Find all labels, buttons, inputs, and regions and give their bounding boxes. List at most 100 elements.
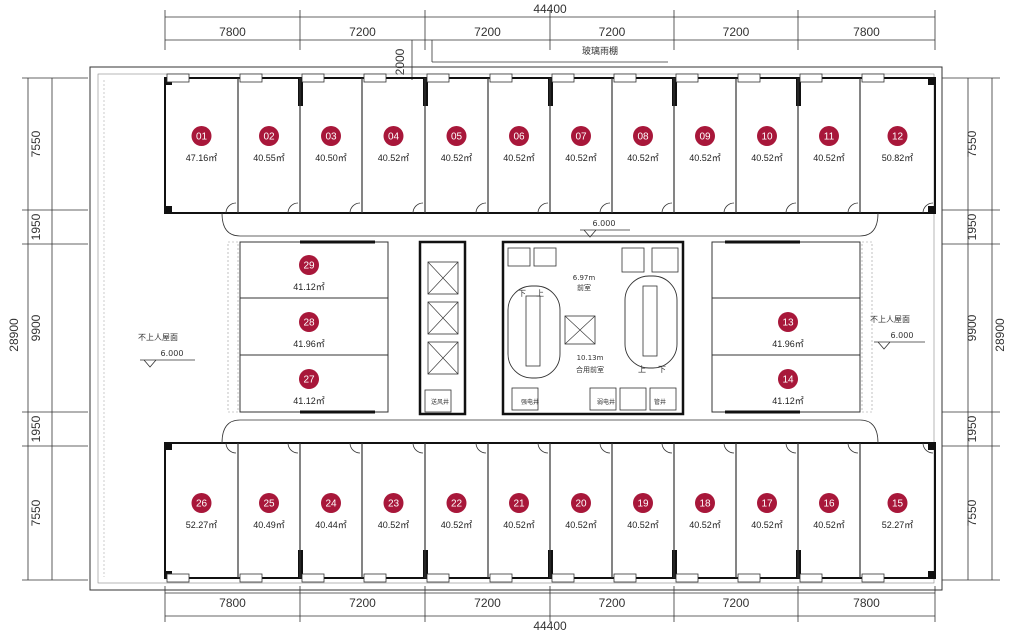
window-unit-bottom — [301, 573, 325, 583]
unit-number: 09 — [699, 132, 711, 143]
window-unit-bottom — [799, 573, 823, 583]
unit-number: 03 — [325, 132, 337, 143]
window-unit-bottom — [166, 573, 190, 583]
door-swing-bottom — [537, 442, 549, 454]
unit-27: 27 41.12㎡ — [293, 369, 325, 406]
elevator-car — [427, 301, 459, 335]
core — [418, 240, 685, 416]
core-lift-cross — [564, 315, 596, 345]
unit-area: 40.52㎡ — [565, 520, 597, 530]
right-roof-strip — [861, 241, 873, 413]
unit-number: 24 — [325, 499, 337, 510]
unit-number: 06 — [513, 132, 525, 143]
unit-area: 40.52㎡ — [503, 520, 535, 530]
window-unit-top — [301, 73, 325, 83]
shaft-room — [619, 387, 647, 411]
unit-area: 40.55㎡ — [253, 153, 285, 163]
door-swing-top — [537, 202, 549, 214]
window-unit-top — [675, 73, 699, 83]
unit-area: 40.52㎡ — [751, 520, 783, 530]
unit-area: 40.52㎡ — [565, 153, 597, 163]
unit-badge — [259, 126, 279, 146]
unit-area: 41.12㎡ — [293, 396, 325, 406]
dim-depth-left: 9900 — [29, 314, 43, 341]
unit-badge — [571, 126, 591, 146]
elevation-mark-left — [140, 359, 195, 368]
roof-right-elevation: 6.000 — [891, 331, 914, 340]
dim-depth-right: 1950 — [965, 213, 979, 240]
door-swing-top — [661, 202, 673, 214]
core-room-b: 合用前室 — [576, 365, 604, 374]
column — [928, 206, 935, 213]
unit-badge — [446, 126, 467, 146]
shaft-room-3: 弱电井 — [597, 398, 615, 406]
unit-area: 41.12㎡ — [772, 396, 804, 406]
unit-area: 40.52㎡ — [813, 520, 845, 530]
stair-core-block — [501, 240, 685, 416]
window-unit-top — [799, 73, 823, 83]
shaft-room — [589, 387, 617, 411]
window-unit-top — [613, 73, 637, 83]
shaft-room-2: 强电井 — [521, 398, 539, 406]
unit-number: 11 — [824, 132, 835, 143]
unit-number: 13 — [782, 318, 794, 329]
dim-total-depth-right: 28900 — [993, 318, 1007, 352]
window-unit-top — [489, 73, 513, 83]
unit-area: 41.96㎡ — [772, 339, 804, 349]
unit-24: 24 40.44㎡ — [315, 493, 347, 530]
unit-area: 40.52㎡ — [503, 153, 535, 163]
unit-badge — [819, 493, 839, 513]
column — [165, 443, 172, 450]
core-lift — [564, 315, 596, 345]
unit-area: 40.44㎡ — [315, 520, 347, 530]
window-unit-bottom — [551, 573, 575, 583]
unit-labels: 0147.16㎡0240.55㎡0340.50㎡0440.52㎡0540.52㎡… — [186, 126, 913, 530]
dim-bay-top: 7800 — [853, 25, 880, 39]
dim-total-depth-left: 28900 — [7, 318, 21, 352]
dim-bay-top: 7200 — [599, 25, 626, 39]
unit-number: 19 — [637, 499, 649, 510]
unit-badge — [299, 369, 319, 389]
roof-right-label: 不上人屋面 — [870, 315, 910, 324]
stair-1-well — [525, 295, 541, 367]
unit-badge — [509, 126, 529, 146]
door-swing-top — [225, 202, 237, 214]
core-room-1 — [507, 247, 531, 267]
window-unit-top — [166, 73, 190, 83]
elevation-mark-corridor — [580, 229, 630, 238]
window-unit-top — [861, 73, 885, 83]
unit-badge — [191, 126, 212, 146]
elevator-car — [427, 261, 459, 295]
unit-number: 27 — [303, 375, 315, 386]
dim-depth-left: 1950 — [29, 213, 43, 240]
unit-number: 17 — [761, 499, 773, 510]
window-unit-bottom — [239, 573, 263, 583]
unit-area: 40.52㎡ — [627, 153, 659, 163]
dim-total-width-bottom: 44400 — [533, 619, 567, 633]
elevator-cross — [427, 261, 459, 295]
unit-13: 13 41.96㎡ — [772, 312, 804, 349]
unit-area: 40.52㎡ — [441, 153, 473, 163]
unit-badge — [299, 312, 319, 332]
stair-up-label: 上 — [536, 289, 544, 298]
door-swing-bottom — [287, 442, 299, 454]
unit-badge — [819, 126, 839, 146]
unit-06: 06 40.52㎡ — [503, 126, 535, 163]
stair-down-label: 下 — [518, 289, 526, 298]
dim-bay-bottom: 7200 — [349, 596, 376, 610]
